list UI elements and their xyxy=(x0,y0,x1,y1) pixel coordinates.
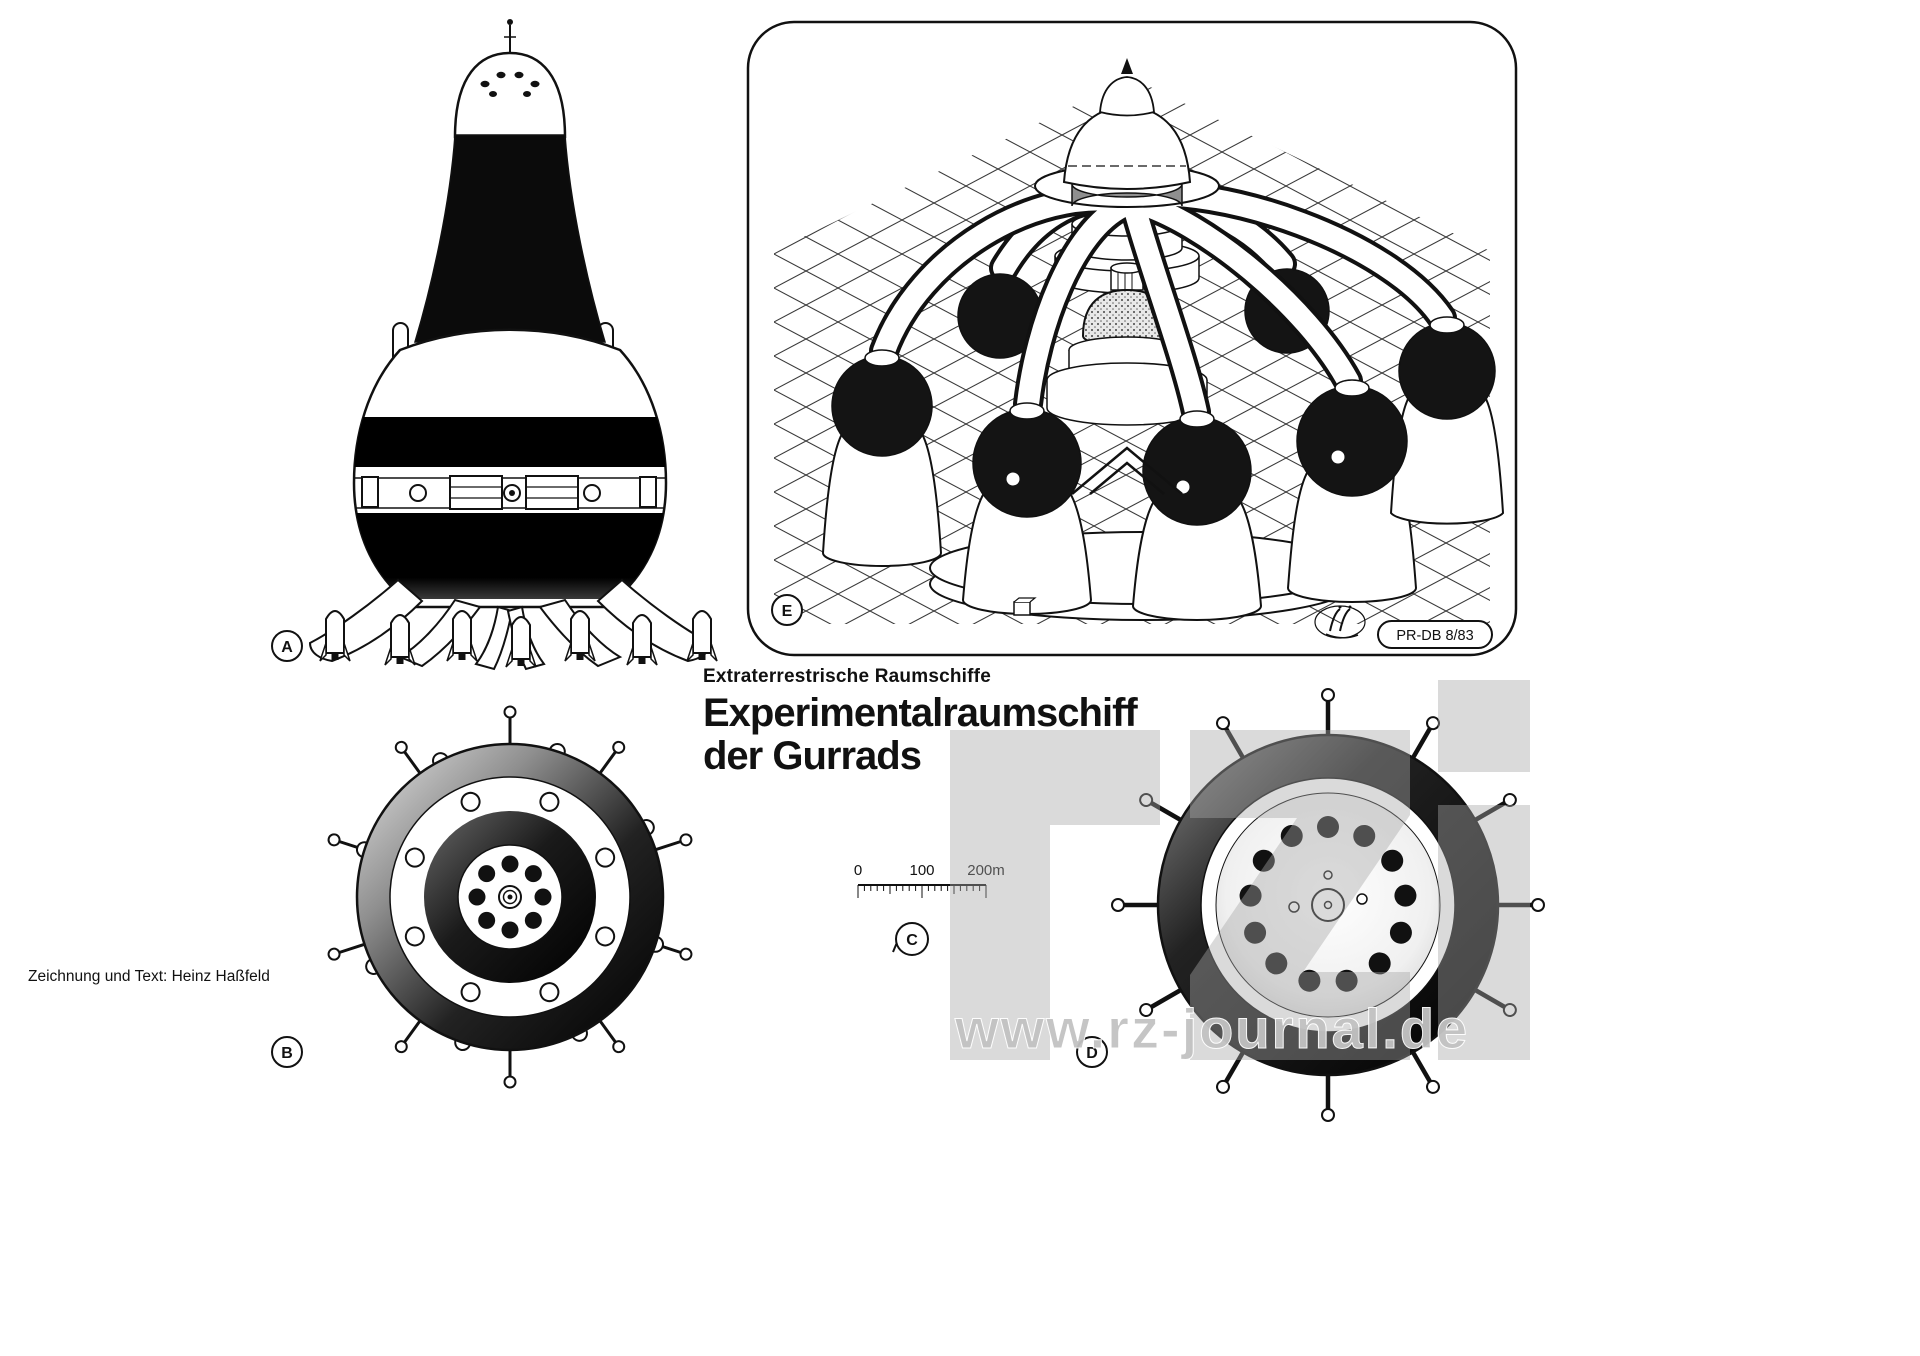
panel-label-b: B xyxy=(271,1036,303,1068)
label-e-text: E xyxy=(782,603,793,620)
panel-label-c: C xyxy=(892,922,929,956)
center-hub-d xyxy=(1288,870,1368,922)
porthole-ring-b xyxy=(404,791,616,1003)
stamp-text: PR-DB 8/83 xyxy=(1396,628,1473,644)
engine-skirts xyxy=(821,396,1505,621)
main-hull xyxy=(352,328,668,609)
top-dome xyxy=(1034,58,1220,208)
center-dots-b xyxy=(468,855,552,939)
artist-signature xyxy=(1314,605,1366,639)
nose-dome xyxy=(453,51,567,139)
page-title-line2: der Gurrads xyxy=(703,734,922,779)
base-details xyxy=(1013,446,1183,616)
label-b-text: B xyxy=(281,1045,293,1062)
top-view-drawing-d: D xyxy=(1076,685,1600,1140)
credit-line: Zeichnung und Text: Heinz Haßfeld xyxy=(28,968,270,985)
label-a-text: A xyxy=(281,639,293,656)
side-view-drawing: A xyxy=(271,19,718,671)
issue-stamp: PR-DB 8/83 xyxy=(1377,620,1493,649)
scale-hundred: 100 xyxy=(909,862,934,879)
series-kicker: Extraterrestrische Raumschiffe xyxy=(703,666,991,687)
scale-bar: 0 100 200m C xyxy=(854,862,1005,956)
cargo-band xyxy=(354,417,666,467)
porthole-row xyxy=(361,475,657,510)
panel-label-a: A xyxy=(271,630,303,662)
lower-hull-shading xyxy=(354,513,666,599)
neck-section xyxy=(413,134,607,343)
spherical-pods xyxy=(831,316,1496,526)
panel-label-e: E xyxy=(771,594,803,626)
label-d-text: D xyxy=(1086,1045,1098,1062)
label-c-text: C xyxy=(906,932,918,949)
center-hub-b xyxy=(498,885,522,909)
small-cube xyxy=(1013,597,1037,616)
perspective-view-drawing: PR-DB 8/83 E xyxy=(746,20,1518,657)
title-block: Extraterrestrische Raumschiffe Experimen… xyxy=(703,666,1263,778)
scale-twohundred: 200m xyxy=(967,862,1005,879)
panel-label-d: D xyxy=(1076,1036,1108,1068)
top-view-drawing-b: B xyxy=(271,705,695,1089)
page-title-line1: Experimentalraumschiff xyxy=(703,691,1138,735)
ribbed-cylinder xyxy=(1110,262,1144,291)
scale-ruler xyxy=(857,884,987,898)
scale-zero: 0 xyxy=(854,862,862,879)
